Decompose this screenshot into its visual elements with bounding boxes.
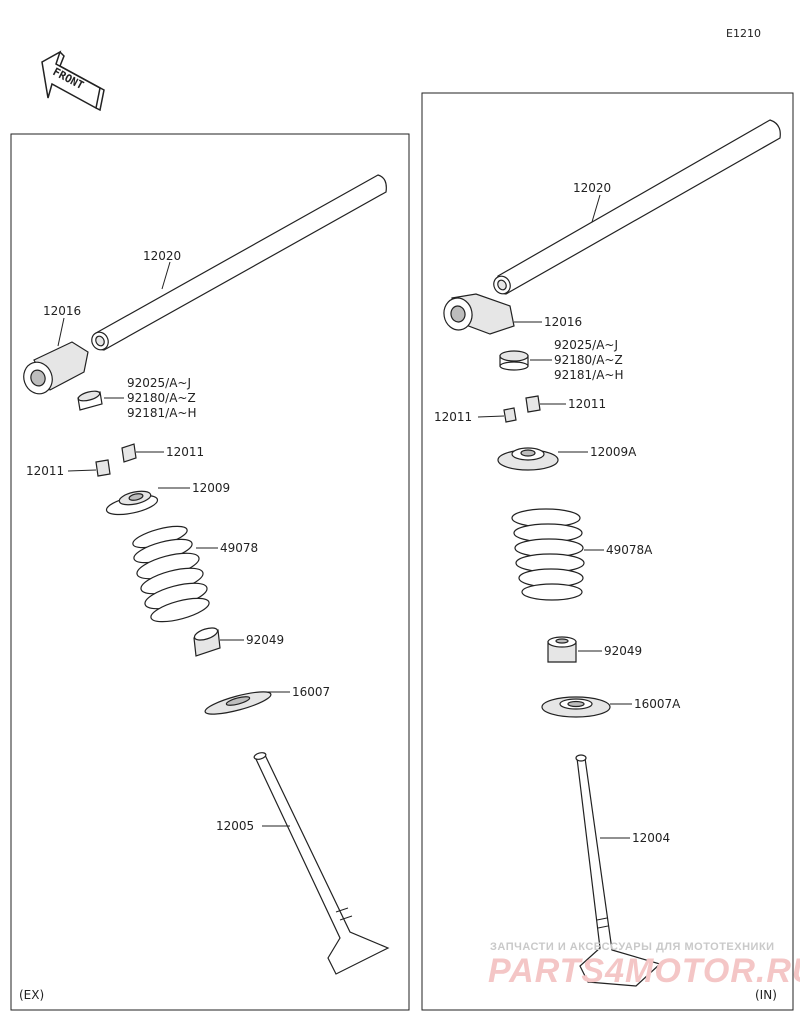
valve-spring-ex: [132, 525, 210, 623]
shim-in: [499, 350, 529, 371]
label-rocker-arm-in: 12016: [544, 315, 582, 329]
label-cotter-left-in: 12011: [434, 410, 472, 424]
label-retainer-in: 12009A: [590, 445, 637, 459]
label-spring-in: 49078A: [606, 543, 653, 557]
retainer-in: [497, 447, 559, 471]
diagram-reference: E1210: [726, 27, 761, 40]
rocker-shaft-in: [493, 119, 781, 295]
label-rocker-arm-ex: 12016: [43, 304, 81, 318]
shim-ex: [77, 390, 103, 411]
stem-seal-in: [547, 636, 577, 663]
cotter-right-in: [525, 395, 541, 413]
stem-seal-ex: [193, 627, 221, 657]
cotter-left-in: [503, 407, 517, 423]
label-shaft-ex: 12020: [143, 249, 181, 263]
retainer-ex: [105, 490, 159, 516]
label-cotter-left-ex: 12011: [26, 464, 64, 478]
label-valve-ex: 12005: [216, 819, 254, 833]
intake-panel-frame: [421, 92, 794, 1011]
exhaust-valve: [253, 752, 390, 975]
label-shim-2-ex: 92180/A~Z: [127, 391, 196, 405]
label-spring-ex: 49078: [220, 541, 258, 555]
label-shim-3-in: 92181/A~H: [554, 368, 624, 382]
spring-seat-ex: [204, 691, 272, 715]
label-seal-in: 92049: [604, 644, 642, 658]
label-spring-seat-in: 16007A: [634, 697, 681, 711]
watermark-logo: PARTS4MOTOR.RU: [488, 952, 800, 990]
label-shaft-in: 12020: [573, 181, 611, 195]
label-shim-1-in: 92025/A~J: [554, 338, 618, 352]
rocker-shaft-ex: [91, 174, 387, 351]
label-shim-2-in: 92180/A~Z: [554, 353, 623, 367]
valve-spring-in: [511, 508, 585, 601]
label-spring-seat-ex: 16007: [292, 685, 330, 699]
cotter-right-ex: [121, 443, 137, 463]
label-shim-1-ex: 92025/A~J: [127, 376, 191, 390]
rocker-arm-ex: [23, 341, 89, 395]
label-retainer-ex: 12009: [192, 481, 230, 495]
intake-valve: [575, 754, 662, 987]
rocker-arm-in: [443, 293, 515, 335]
label-cotter-right-in: 12011: [568, 397, 606, 411]
exhaust-panel-frame: [10, 133, 410, 1011]
label-cotter-right-ex: 12011: [166, 445, 204, 459]
label-seal-ex: 92049: [246, 633, 284, 647]
panel-tag-ex: (EX): [19, 988, 44, 1002]
spring-seat-in: [541, 696, 611, 718]
cotter-left-ex: [95, 459, 111, 477]
exhaust-panel: 12020 12016 92025/A~J 92180/A~Z 92181/A~…: [19, 174, 390, 1002]
label-shim-3-ex: 92181/A~H: [127, 406, 197, 420]
watermark-tagline: ЗАПЧАСТИ И АКСЕССУАРЫ ДЛЯ МОТОТЕХНИКИ: [490, 941, 775, 953]
intake-panel: 12020 12016 92025/A~J 92180/A~Z 92181/A~…: [434, 119, 781, 1002]
label-valve-in: 12004: [632, 831, 670, 845]
front-direction-arrow: FRONT: [41, 50, 105, 112]
panel-tag-in: (IN): [755, 988, 777, 1002]
